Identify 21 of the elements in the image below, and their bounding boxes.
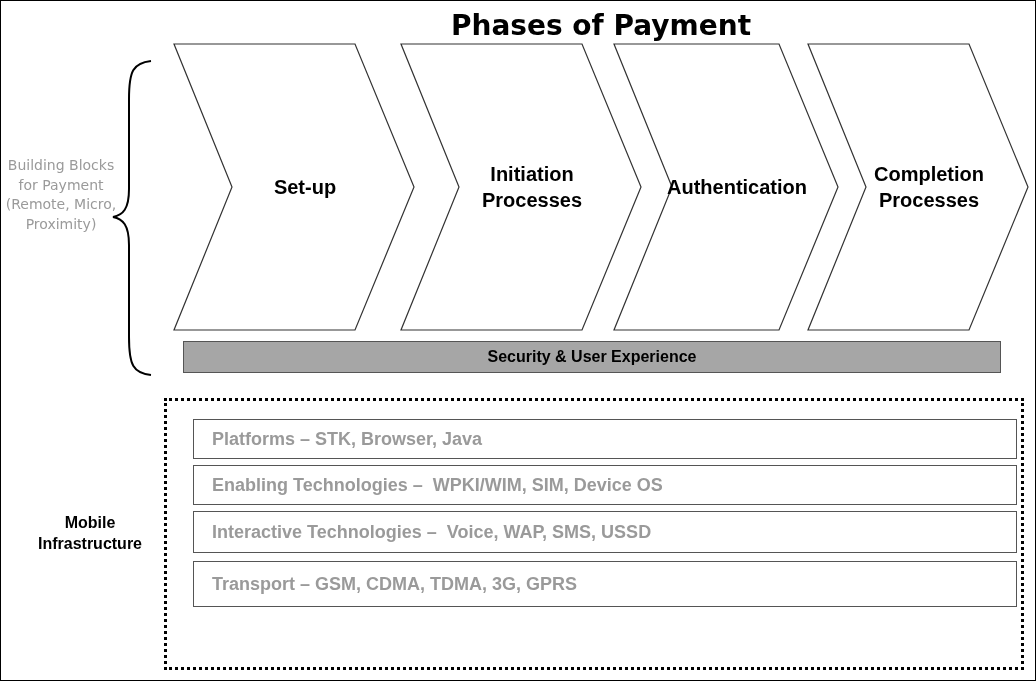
layer-label: Platforms – STK, Browser, Java (212, 428, 483, 450)
phase-label: Completion Processes (873, 162, 985, 213)
chevron-shape (613, 43, 839, 331)
layer-label: Enabling Technologies – WPKI/WIM, SIM, Device OS (212, 474, 663, 496)
band-label: Security & User Experience (487, 348, 697, 366)
layer-row (193, 561, 1017, 607)
layer-row (193, 419, 1017, 459)
group-heading: Mobile Infrastructure (37, 513, 143, 554)
phase-label: Initiation Processes (480, 162, 584, 213)
layer-row (193, 511, 1017, 553)
band-bar (183, 341, 1001, 373)
side-label: Building Blocks for Payment (Remote, Micro, Proximity) (5, 156, 117, 234)
layer-row (193, 465, 1017, 505)
phase-label: Authentication (666, 175, 808, 200)
layer-label: Transport – GSM, CDMA, TDMA, 3G, GPRS (212, 573, 578, 595)
layer-label: Interactive Technologies – Voice, WAP, SMS, USSD (212, 521, 652, 543)
diagram-title: Phases of Payment (449, 9, 753, 42)
chevron-shape (173, 43, 415, 331)
phase-label: Set-up (272, 175, 338, 200)
chevron-shape (400, 43, 642, 331)
chevron-shape (807, 43, 1029, 331)
